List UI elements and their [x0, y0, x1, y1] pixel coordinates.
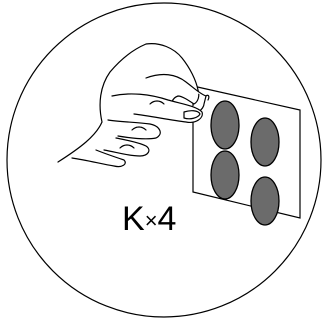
adhesive-pad [211, 101, 239, 149]
adhesive-pad [251, 118, 279, 166]
caption-multiply-sign: × [145, 208, 158, 233]
adhesive-pad [211, 151, 239, 199]
adhesive-pad [251, 177, 279, 225]
caption-part-letter: K [122, 200, 145, 238]
caption-quantity: 4 [158, 200, 177, 238]
